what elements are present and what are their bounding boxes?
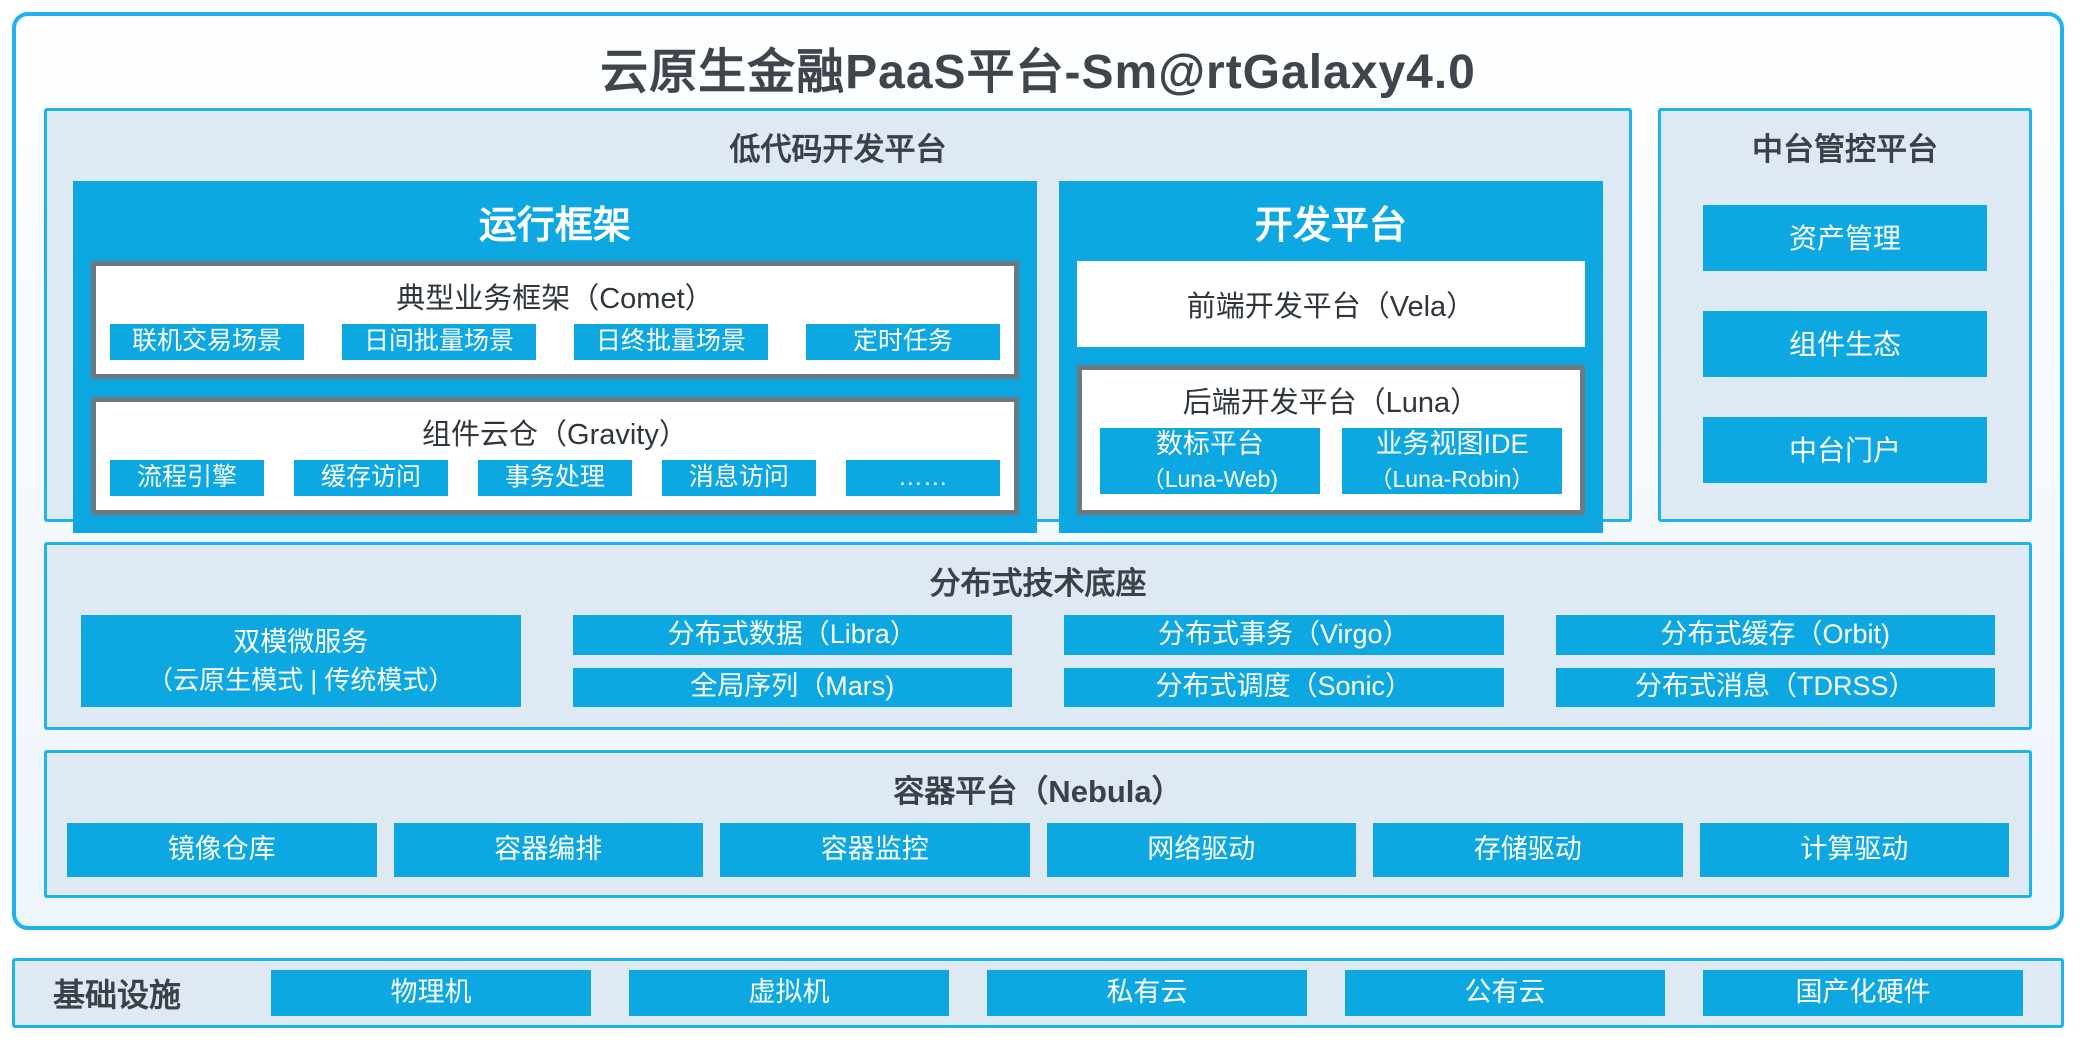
midplatform-items: 资产管理 组件生态 中台门户: [1661, 169, 2029, 519]
backend-luna-title: 后端开发平台（Luna）: [1182, 387, 1480, 419]
luna-chips: 数标平台 （Luna-Web) 业务视图IDE （Luna-Robin）: [1082, 428, 1580, 510]
chip-domestic-hardware: 国产化硬件: [1703, 970, 2023, 1016]
luna-web-name: 数标平台: [1155, 429, 1264, 459]
panel-dev-platform: 开发平台 前端开发平台（Vela） 后端开发平台（Luna） 数标平台 （Lun…: [1058, 181, 1603, 533]
chip-container-monitoring: 容器监控: [720, 823, 1030, 877]
container-chips: 镜像仓库 容器编排 容器监控 网络驱动 存储驱动 计算驱动: [47, 811, 2029, 895]
lowcode-body: 运行框架 典型业务框架（Comet） 联机交易场景 日间批量场景 日终批量场景 …: [47, 169, 1629, 557]
infrastructure-title: 基础设施: [53, 977, 182, 1013]
section-container-platform: 容器平台（Nebula） 镜像仓库 容器编排 容器监控 网络驱动 存储驱动 计算…: [44, 750, 2032, 898]
container-title: 容器平台（Nebula）: [893, 774, 1183, 809]
chip-physical-machine: 物理机: [271, 970, 591, 1016]
chip-network-driver: 网络驱动: [1046, 823, 1356, 877]
chip-public-cloud: 公有云: [1345, 970, 1665, 1016]
chip-distributed-cache-orbit: 分布式缓存（Orbit): [1555, 615, 1995, 655]
chip-transaction: 事务处理: [477, 459, 632, 496]
chip-global-sequence-mars: 全局序列（Mars): [572, 667, 1012, 707]
dev-title: 开发平台: [1254, 205, 1407, 247]
chip-compute-driver: 计算驱动: [1699, 823, 2009, 877]
dual-mode-line2: （云原生模式 | 传统模式）: [147, 664, 455, 695]
infrastructure-chips: 物理机 虚拟机 私有云 公有云 国产化硬件: [271, 970, 2023, 1016]
luna-web-code: （Luna-Web): [1141, 465, 1279, 492]
chip-image-registry: 镜像仓库: [67, 823, 377, 877]
chip-distributed-scheduler-sonic: 分布式调度（Sonic）: [1064, 667, 1504, 707]
panel-runtime-framework: 运行框架 典型业务框架（Comet） 联机交易场景 日间批量场景 日终批量场景 …: [73, 181, 1037, 533]
chip-storage-driver: 存储驱动: [1373, 823, 1683, 877]
section-lowcode-platform: 低代码开发平台 运行框架 典型业务框架（Comet） 联机交易场景 日间批量场景…: [44, 108, 1632, 533]
frontend-vela-label: 前端开发平台（Vela）: [1186, 291, 1476, 323]
chip-process-engine: 流程引擎: [110, 459, 264, 496]
gravity-chips: 流程引擎 缓存访问 事务处理 消息访问 ……: [96, 459, 1014, 510]
chip-distributed-message-tdrss: 分布式消息（TDRSS）: [1555, 667, 1995, 707]
chip-distributed-transaction-virgo: 分布式事务（Virgo）: [1064, 615, 1504, 655]
section-distributed-base: 分布式技术底座 双模微服务 （云原生模式 | 传统模式） 分布式数据（Libra…: [44, 542, 2032, 730]
group-comet: 典型业务框架（Comet） 联机交易场景 日间批量场景 日终批量场景 定时任务: [91, 261, 1019, 379]
chip-luna-web: 数标平台 （Luna-Web): [1099, 428, 1320, 494]
luna-robin-name: 业务视图IDE: [1375, 429, 1529, 459]
chip-distributed-data-libra: 分布式数据（Libra）: [572, 615, 1012, 655]
lowcode-title: 低代码开发平台: [729, 132, 947, 167]
section-midplatform: 中台管控平台 资产管理 组件生态 中台门户: [1658, 108, 2032, 522]
main-board: 云原生金融PaaS平台-Sm@rtGalaxy4.0 低代码开发平台 运行框架 …: [12, 12, 2064, 930]
chip-luna-robin: 业务视图IDE （Luna-Robin）: [1341, 428, 1562, 494]
chip-container-orchestration: 容器编排: [393, 823, 703, 877]
chip-private-cloud: 私有云: [987, 970, 1307, 1016]
group-gravity: 组件云仓（Gravity） 流程引擎 缓存访问 事务处理 消息访问 ……: [91, 396, 1019, 515]
gravity-title: 组件云仓（Gravity）: [422, 418, 688, 451]
distributed-grid: 双模微服务 （云原生模式 | 传统模式） 分布式数据（Libra） 分布式事务（…: [47, 603, 2029, 727]
chip-more: ……: [845, 459, 1000, 496]
backend-luna-box: 后端开发平台（Luna） 数标平台 （Luna-Web) 业务视图IDE （Lu…: [1076, 365, 1585, 515]
dual-mode-line1: 双模微服务: [233, 626, 369, 657]
chip-message-access: 消息访问: [661, 459, 816, 496]
chip-asset-management: 资产管理: [1703, 205, 1987, 271]
chip-online-trade: 联机交易场景: [110, 324, 304, 360]
luna-robin-code: （Luna-Robin）: [1369, 465, 1535, 492]
chip-component-ecosystem: 组件生态: [1703, 311, 1987, 377]
page-title: 云原生金融PaaS平台-Sm@rtGalaxy4.0: [600, 46, 1476, 99]
frontend-vela-box: 前端开发平台（Vela）: [1076, 261, 1585, 347]
chip-virtual-machine: 虚拟机: [629, 970, 949, 1016]
runtime-title: 运行框架: [478, 205, 631, 247]
chip-eod-batch: 日终批量场景: [573, 324, 768, 360]
chip-cache-access: 缓存访问: [293, 459, 448, 496]
midplatform-title: 中台管控平台: [1752, 132, 1938, 167]
chip-dual-mode-microservice: 双模微服务 （云原生模式 | 传统模式）: [81, 615, 521, 707]
distributed-title: 分布式技术底座: [929, 566, 1147, 601]
chip-midplatform-portal: 中台门户: [1703, 417, 1987, 483]
chip-timed-task: 定时任务: [805, 324, 1000, 360]
comet-chips: 联机交易场景 日间批量场景 日终批量场景 定时任务: [96, 324, 1014, 374]
section-infrastructure: 基础设施 物理机 虚拟机 私有云 公有云 国产化硬件: [12, 958, 2064, 1028]
top-row: 低代码开发平台 运行框架 典型业务框架（Comet） 联机交易场景 日间批量场景…: [44, 108, 2032, 533]
comet-title: 典型业务框架（Comet）: [396, 283, 714, 315]
chip-daytime-batch: 日间批量场景: [341, 324, 536, 360]
